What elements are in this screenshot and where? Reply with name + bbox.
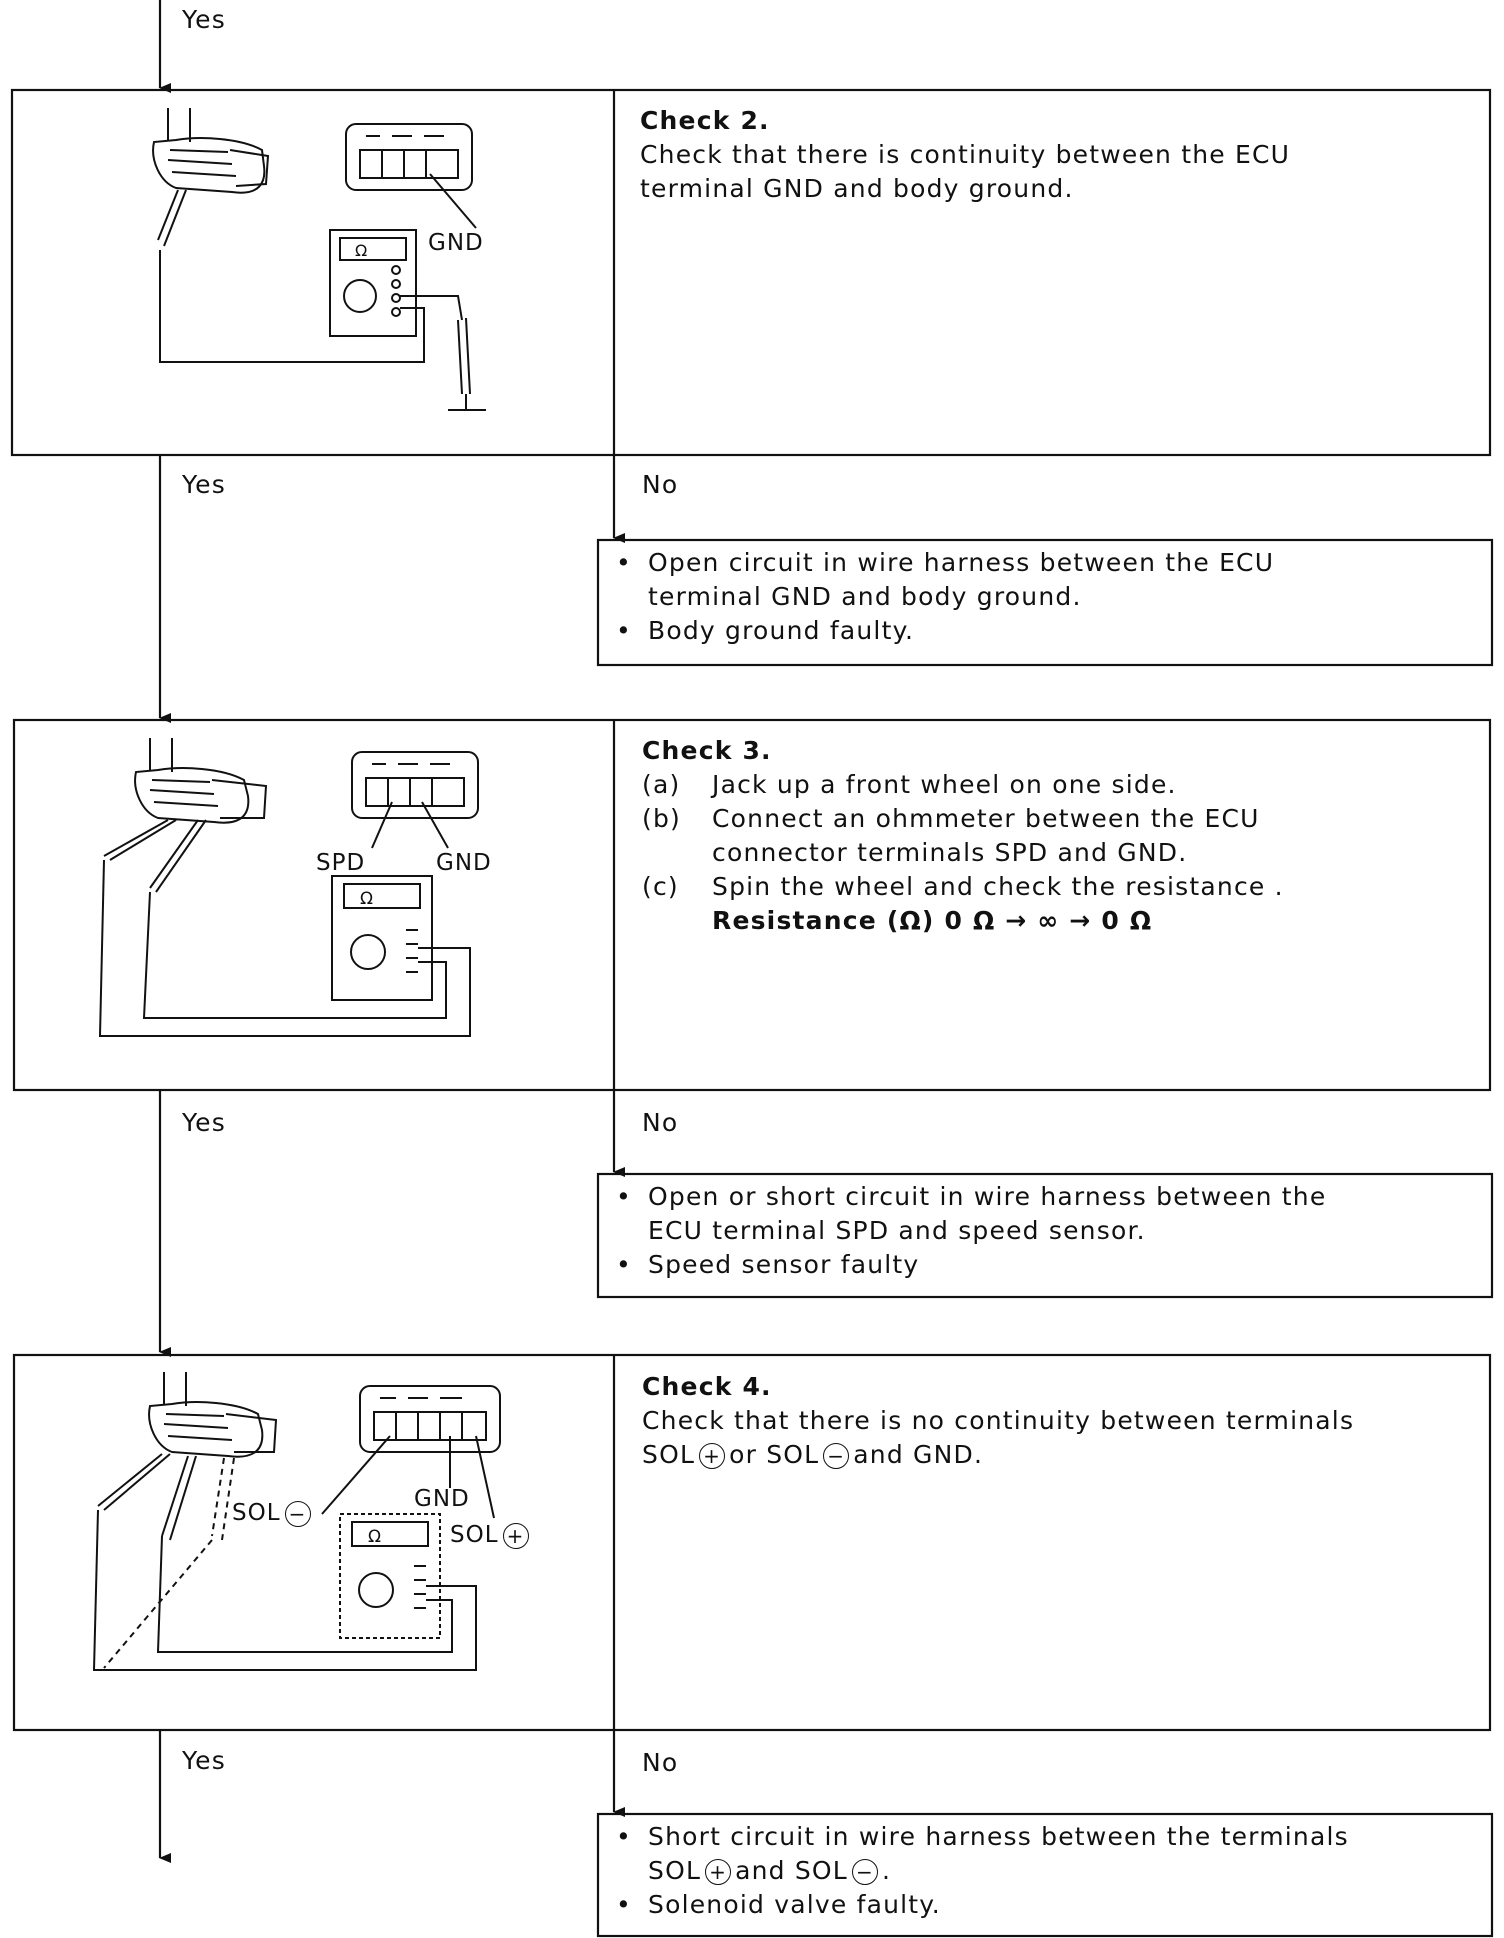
bullet: •	[616, 1250, 632, 1279]
check4-result-box	[596, 1812, 1494, 1938]
check2-text-line2: terminal GND and body ground.	[640, 174, 1074, 203]
check3-meter-symbol: Ω	[360, 889, 373, 909]
check4-box	[12, 1353, 1492, 1732]
check2-result-b1-line1: Open circuit in wire harness between the…	[648, 548, 1275, 577]
check2-no-label: No	[642, 470, 679, 499]
check2-result-b2: Body ground faulty.	[648, 616, 915, 645]
check3-no-label: No	[642, 1108, 679, 1137]
step-c-text: Spin the wheel and check the resistance …	[712, 872, 1284, 901]
sol-text: SOL	[648, 1856, 702, 1885]
check4-label-sol-minus: SOL−	[232, 1500, 315, 1527]
check3-result: • Open or short circuit in wire harness b…	[612, 1180, 1326, 1282]
minus-symbol-icon: −	[851, 1859, 878, 1885]
step-b-text-line1: Connect an ohmmeter between the ECU	[712, 804, 1260, 833]
check4-illustration	[92, 1372, 501, 1671]
check4-label-gnd: GND	[414, 1486, 470, 1512]
step-mark-a: (a)	[642, 770, 681, 799]
period-text: .	[881, 1856, 892, 1885]
check3-result-box	[596, 1172, 1494, 1299]
check3-result-b1-line2: ECU terminal SPD and speed sensor.	[648, 1216, 1146, 1245]
check4-text-line1: Check that there is no continuity betwee…	[642, 1406, 1355, 1435]
check4-result-b1-line2: SOL+and SOL−.	[612, 1854, 1349, 1888]
check3-title: Check 3.	[642, 736, 772, 765]
check2-result-box	[596, 538, 1494, 667]
step-mark-c: (c)	[642, 872, 679, 901]
step-mark-b: (b)	[642, 804, 681, 833]
sol-label: SOL	[642, 1440, 696, 1469]
check2-panel: Check 2. Check that there is continuity …	[640, 104, 1290, 206]
bullet: •	[616, 1182, 632, 1211]
minus-symbol-icon: −	[823, 1443, 850, 1469]
check3-resistance-spec: Resistance (Ω) 0 Ω → ∞ → 0 Ω	[712, 906, 1153, 935]
check4-title: Check 4.	[642, 1372, 772, 1401]
check2-illustration	[152, 108, 486, 411]
check3-box	[12, 718, 1492, 1092]
check2-yes-label: Yes	[182, 470, 226, 499]
check2-meter-symbol: Ω	[355, 241, 367, 260]
and-sol-text: and SOL	[735, 1856, 848, 1885]
check3-result-b2: Speed sensor faulty	[648, 1250, 920, 1279]
bullet: •	[616, 1890, 632, 1919]
bullet: •	[616, 548, 632, 577]
check2-box	[10, 88, 1492, 457]
check4-text-line2: SOL+or SOL−and GND.	[642, 1438, 1354, 1472]
sol-plus-text: SOL	[450, 1522, 499, 1548]
check4-result-b2: Solenoid valve faulty.	[648, 1890, 941, 1919]
check4-no-label: No	[642, 1748, 679, 1777]
top-yes-label: Yes	[182, 5, 226, 34]
check4-result-b1-line1: Short circuit in wire harness between th…	[648, 1822, 1349, 1851]
check2-result: • Open circuit in wire harness between th…	[612, 546, 1274, 648]
plus-symbol-icon: +	[705, 1859, 732, 1885]
plus-symbol-icon: +	[502, 1522, 529, 1549]
and-gnd-label: and GND.	[853, 1440, 984, 1469]
step-a-text: Jack up a front wheel on one side.	[712, 770, 1177, 799]
check2-result-b1-line2: terminal GND and body ground.	[648, 582, 1082, 611]
sol-minus-text: SOL	[232, 1500, 281, 1526]
plus-symbol-icon: +	[699, 1443, 726, 1469]
check3-result-b1-line1: Open or short circuit in wire harness be…	[648, 1182, 1327, 1211]
or-sol-label: or SOL	[729, 1440, 820, 1469]
check4-yes-label: Yes	[182, 1746, 226, 1775]
check4-result: • Short circuit in wire harness between t…	[612, 1820, 1349, 1922]
bullet: •	[616, 1822, 632, 1851]
check2-title: Check 2.	[640, 106, 770, 135]
check2-label-gnd: GND	[428, 230, 484, 256]
bullet: •	[616, 616, 632, 645]
step-b-text-line2: connector terminals SPD and GND.	[712, 838, 1188, 867]
check4-label-sol-plus: SOL+	[450, 1522, 533, 1549]
check3-panel: Check 3. (a) Jack up a front wheel on one…	[642, 734, 1284, 938]
check3-yes-label: Yes	[182, 1108, 226, 1137]
minus-symbol-icon: −	[284, 1500, 311, 1527]
check4-panel: Check 4. Check that there is no continui…	[642, 1370, 1354, 1472]
check3-label-gnd: GND	[436, 850, 492, 876]
check4-meter-symbol: Ω	[368, 1527, 381, 1547]
check3-label-spd: SPD	[316, 850, 366, 876]
check2-text-line1: Check that there is continuity between t…	[640, 140, 1291, 169]
check3-illustration	[98, 738, 479, 1037]
